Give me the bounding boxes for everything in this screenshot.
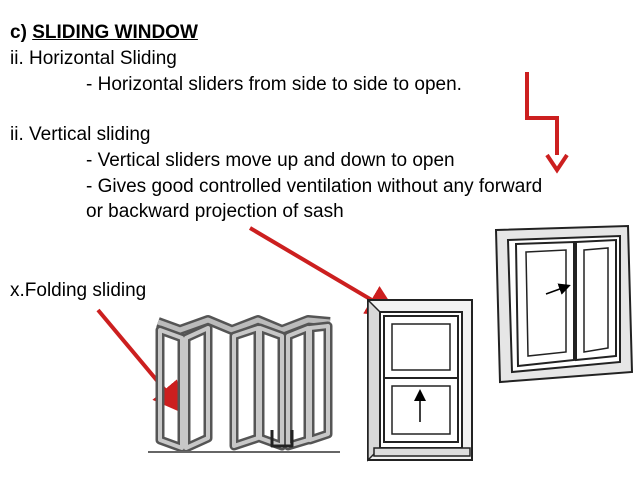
heading-title: SLIDING WINDOW	[32, 22, 198, 43]
horizontal-sliding-label: ii. Horizontal Sliding	[10, 48, 177, 69]
vertical-sash-window-illustration	[367, 298, 473, 462]
red-elbow-arrow	[525, 72, 569, 174]
horizontal-sliding-bullet: - Horizontal sliders from side to side t…	[86, 74, 462, 95]
vertical-sliding-label: ii. Vertical sliding	[10, 124, 151, 145]
folding-window-illustration	[148, 315, 340, 453]
vertical-sliding-bullet-1: - Vertical sliders move up and down to o…	[86, 150, 455, 171]
heading-prefix: c)	[10, 22, 33, 43]
red-arrow-to-vertical-window	[248, 226, 399, 317]
folding-sliding-label: x.Folding sliding	[10, 280, 147, 301]
vertical-sliding-bullet-2-line-1: - Gives good controlled ventilation with…	[86, 176, 543, 197]
red-arrow-to-folding-window	[96, 308, 186, 415]
slide-heading: c) SLIDING WINDOW	[10, 22, 198, 44]
vertical-sliding-bullet-2-line-2: or backward projection of sash	[86, 201, 344, 222]
horizontal-sliding-window-illustration	[494, 224, 634, 384]
